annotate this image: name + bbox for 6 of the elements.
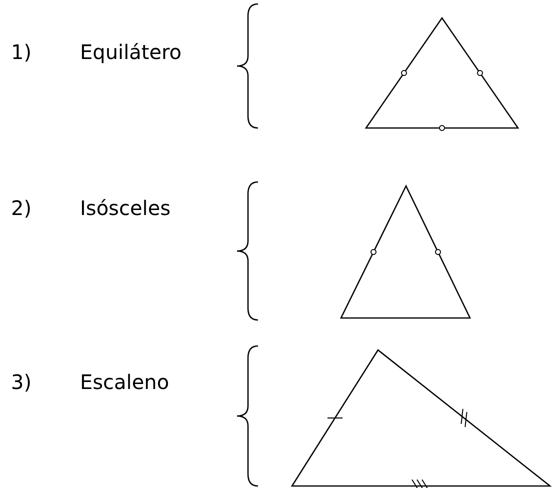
triangle-type-label: Equilátero xyxy=(80,42,182,62)
triangle-type-label: Escaleno xyxy=(80,372,170,392)
item-number: 3) xyxy=(11,372,32,392)
item-number: 2) xyxy=(11,198,32,218)
item-number: 1) xyxy=(11,42,32,62)
triangle-type-label: Isósceles xyxy=(80,198,171,218)
